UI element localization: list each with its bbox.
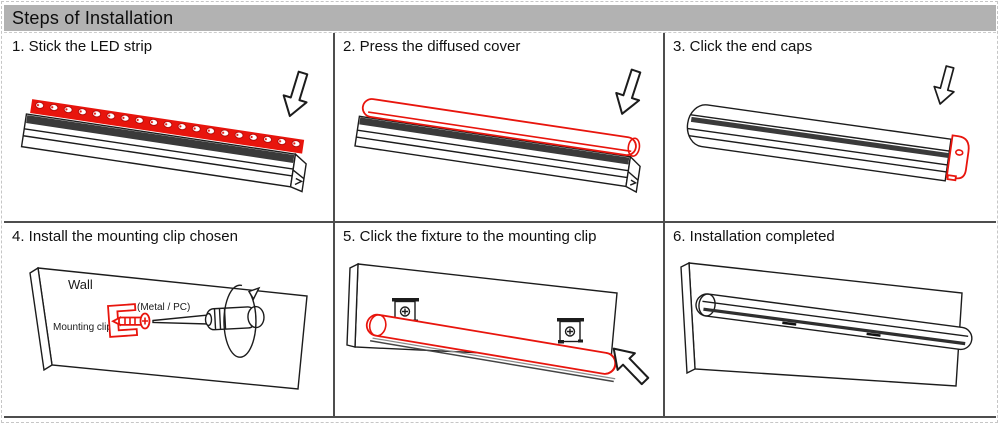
press-down-arrow-icon [615, 68, 642, 115]
aluminium-profile [20, 99, 307, 193]
step-4-panel: 4. Install the mounting clip chosen Wall… [4, 223, 335, 418]
step-1-title: 1. Stick the LED strip [12, 38, 153, 55]
steps-header-title: Steps of Installation [12, 7, 174, 28]
step-1-panel: 1. Stick the LED strip [4, 33, 335, 223]
rotation-arrow-icon [223, 284, 261, 358]
step-5-illustration [346, 262, 650, 386]
step-1-illustration [20, 70, 309, 193]
push-up-arrow-icon [612, 347, 650, 386]
mounting-clip-label: Mounting clip [53, 322, 112, 333]
end-cap [945, 134, 970, 182]
step-4-illustration: Wall Mounting clip (Metal / PC) [29, 266, 308, 390]
step-3-panel: 3. Click the end caps [665, 33, 996, 223]
mounting-clip [107, 303, 139, 338]
step-2-title: 2. Press the diffused cover [343, 38, 521, 55]
step-5-panel: 5. Click the fixture to the mounting cli… [335, 223, 665, 418]
step-6-title: 6. Installation completed [673, 228, 835, 245]
step-2-panel: 2. Press the diffused cover [335, 33, 665, 223]
material-label: (Metal / PC) [137, 302, 190, 313]
press-down-arrow-icon [282, 70, 309, 118]
wall-label: Wall [68, 277, 93, 292]
steps-header: Steps of Installation [4, 5, 996, 31]
diffused-cover [361, 98, 641, 157]
fixture-tube [365, 313, 617, 383]
step-3-illustration [686, 65, 970, 182]
press-down-arrow-icon [933, 65, 955, 105]
led-strip [30, 99, 305, 154]
step-5-title: 5. Click the fixture to the mounting cli… [343, 228, 597, 245]
step-2-illustration [354, 68, 642, 194]
screw [111, 312, 151, 330]
step-6-illustration [680, 261, 973, 387]
step-4-title: 4. Install the mounting clip chosen [12, 228, 238, 245]
step-6-panel: 6. Installation completed [665, 223, 996, 418]
wall [29, 266, 308, 390]
aluminium-profile [354, 115, 641, 194]
assembled-fixture [686, 104, 952, 182]
step-3-title: 3. Click the end caps [673, 38, 813, 55]
installed-fixture [695, 293, 973, 351]
mounting-clip [557, 318, 584, 344]
steps-grid: 1. Stick the LED strip [4, 32, 996, 418]
